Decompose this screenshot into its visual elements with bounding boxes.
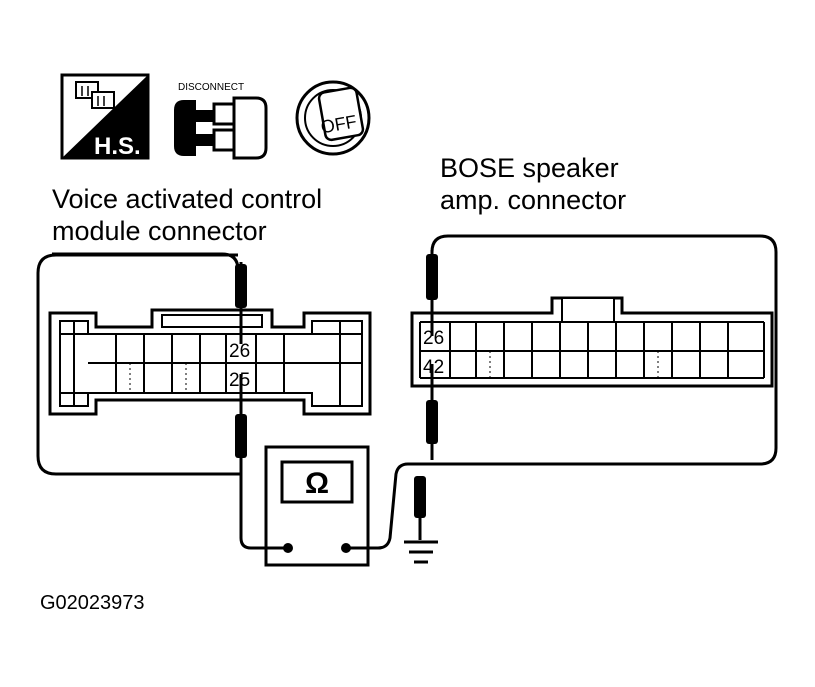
left-pin-26-label: 26 [229,341,250,362]
left-connector-body [48,308,372,416]
right-connector-body [410,296,774,388]
right-probe-bottom [426,364,438,460]
right-connector: 26 42 [410,234,778,466]
disconnect-icon: DISCONNECT [174,82,268,160]
meter-lead-right [346,462,432,550]
meter-lead-left [239,474,288,550]
figure-id: G02023973 [40,592,145,614]
right-pin-42-label: 42 [423,357,444,378]
right-connector-title-line2: amp. connector [440,185,626,215]
right-pin-26-label: 26 [423,328,444,349]
right-connector-title-line1: BOSE speaker [440,153,619,183]
harness-icon-label: H.S. [94,133,141,160]
left-connector-title-line1: Voice activated control [52,184,322,214]
left-connector-title-line2: module connector [52,216,267,246]
ground-icon [404,540,438,564]
disconnect-icon-label: DISCONNECT [178,82,244,93]
left-probe-bottom [235,374,247,474]
left-connector: 26 25 [36,252,372,476]
ignition-off-icon: OFF [295,80,371,156]
ohm-symbol: Ω [305,467,329,500]
ground-probe [414,476,426,540]
ohmmeter: Ω [264,445,370,567]
harness-sensor-icon: H.S. [60,73,150,160]
left-probe-top [235,262,247,344]
right-probe-top [426,250,438,336]
